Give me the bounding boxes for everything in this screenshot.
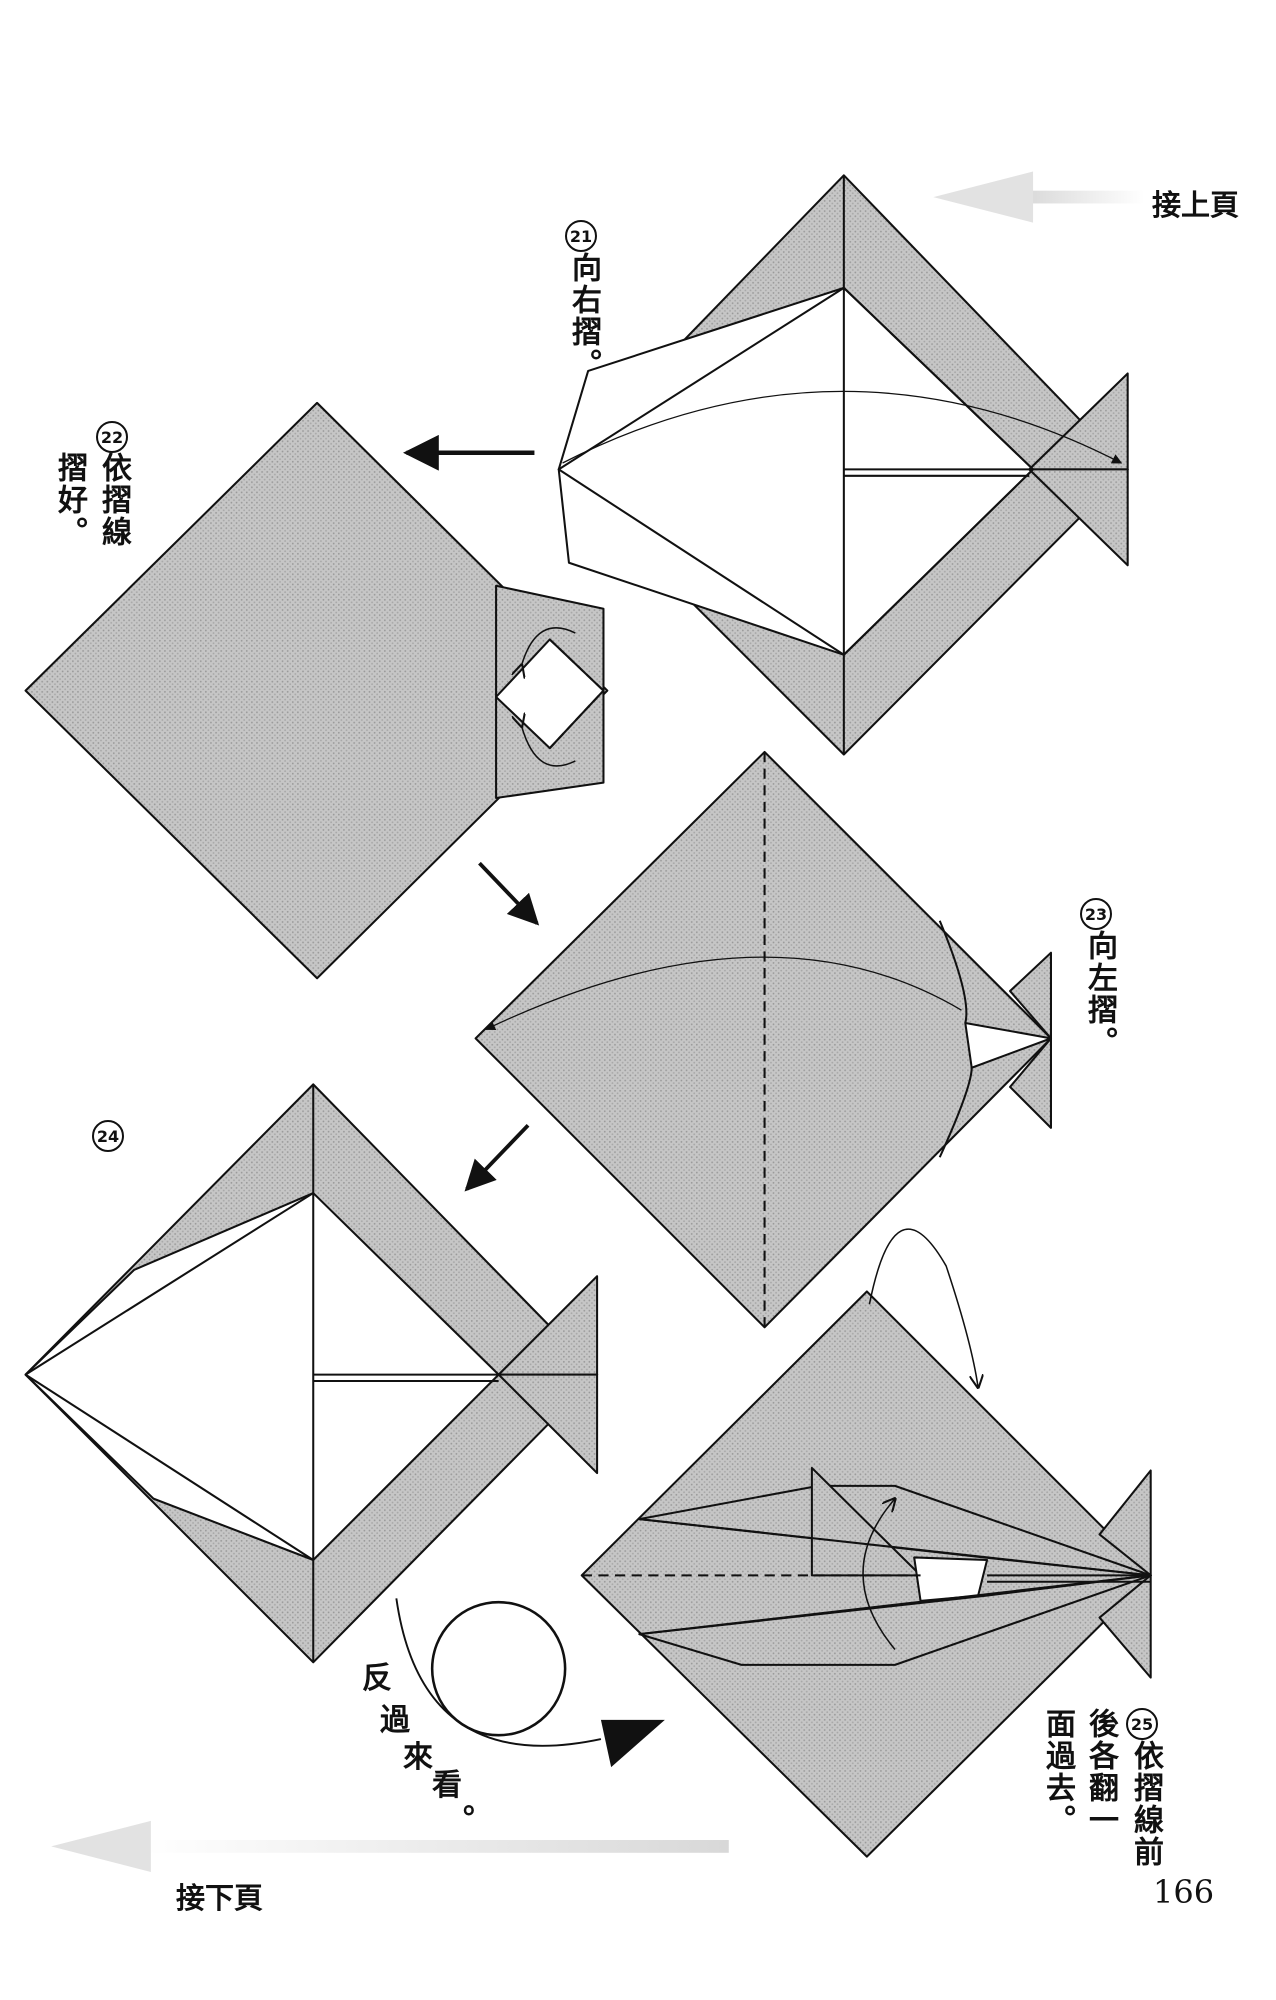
turnover-char-3: 來 (403, 1740, 433, 1775)
flow-arrow-22-23 (478, 861, 540, 926)
step25-figure (580, 1228, 1152, 1858)
step25-number: 25 (1126, 1708, 1158, 1740)
turnover-char-4: 看 (432, 1768, 462, 1803)
step24-figure (24, 1083, 599, 1664)
step21-number: 21 (565, 220, 597, 252)
step21-figure (557, 174, 1129, 756)
step22-number: 22 (96, 421, 128, 453)
turnover-char-1: 反 (362, 1661, 392, 1696)
turnover-char-2: 過 (380, 1703, 410, 1738)
turnover-symbol (395, 1598, 665, 1768)
turnover-char-5: 。 (463, 1786, 493, 1821)
step22-text-col1: 依摺線 (96, 452, 131, 548)
prev-page-label[interactable]: 接上頁 (1152, 188, 1240, 222)
step25-text-col3: 面過去。 (1040, 1708, 1075, 1836)
page-number: 166 (1153, 1873, 1215, 1911)
step22-figure (24, 401, 609, 980)
step25-text-col2: 後各翻一 (1083, 1708, 1118, 1836)
step24-number: 24 (92, 1120, 124, 1152)
flow-arrow-23-24 (464, 1123, 530, 1192)
step21-text: 向右摺。 (566, 252, 601, 380)
step25-text-col1: 依摺線前 (1128, 1740, 1163, 1868)
step23-text: 向左摺。 (1082, 930, 1117, 1058)
step23-number: 23 (1080, 898, 1112, 930)
step23-figure (474, 750, 1052, 1329)
next-page-label[interactable]: 接下頁 (176, 1881, 264, 1915)
next-page-arrow[interactable] (51, 1820, 729, 1872)
prev-page-arrow[interactable] (933, 171, 1145, 223)
step22-text-col2: 摺好。 (52, 452, 87, 548)
